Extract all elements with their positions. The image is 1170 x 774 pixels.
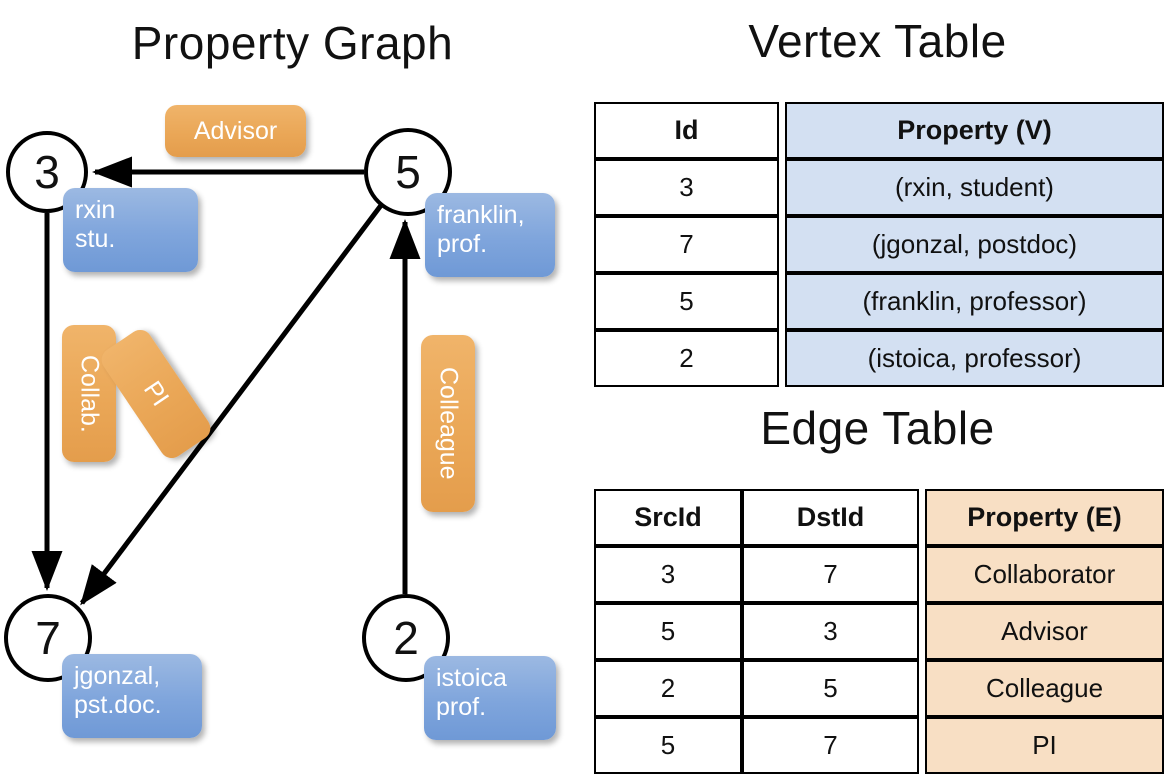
node-property-istoica-line1: istoica [436, 664, 507, 692]
edge-cell-dstid: 3 [742, 603, 919, 660]
vertex-cell-property: (istoica, professor) [785, 330, 1164, 387]
table-row[interactable]: 7 (jgonzal, postdoc) [594, 216, 1164, 273]
edge-table-gap [919, 546, 925, 603]
table-row[interactable]: 2 (istoica, professor) [594, 330, 1164, 387]
vertex-cell-property: (jgonzal, postdoc) [785, 216, 1164, 273]
vertex-cell-id: 3 [594, 159, 779, 216]
edge-table-gap [919, 660, 925, 717]
node-property-box-jgonzal: jgonzal, pst.doc. [62, 654, 202, 738]
table-row[interactable]: 2 5 Colleague [594, 660, 1164, 717]
edge-table: SrcId DstId Property (E) 3 7 Collaborato… [594, 489, 1164, 774]
graph-edges-svg [31, 156, 421, 606]
edge-label-pi: PI [138, 376, 175, 412]
vertex-table-gap [779, 330, 785, 387]
edge-cell-property: PI [925, 717, 1164, 774]
node-property-franklin-line1: franklin, [437, 201, 525, 229]
vertex-table-header-property: Property (V) [785, 102, 1164, 159]
node-property-box-istoica: istoica prof. [424, 656, 556, 740]
edge-cell-dstid: 5 [742, 660, 919, 717]
vertex-table-gap [779, 159, 785, 216]
edge-table-header-dstid: DstId [742, 489, 919, 546]
node-property-rxin-line2: stu. [75, 224, 116, 253]
graph-node-7-label: 7 [35, 612, 61, 664]
graph-node-2-label: 2 [393, 612, 419, 664]
node-property-jgonzal-line1: jgonzal, [74, 662, 161, 690]
vertex-table: Id Property (V) 3 (rxin, student) 7 (jgo… [594, 102, 1164, 387]
edge-5-to-7 [80, 202, 384, 606]
vertex-cell-id: 2 [594, 330, 779, 387]
node-property-box-franklin: franklin, prof. [425, 193, 555, 277]
graph-node-5-label: 5 [395, 146, 421, 198]
edge-label-box-colleague: Colleague [421, 335, 475, 512]
node-property-jgonzal-line2: pst.doc. [74, 690, 162, 719]
edge-cell-srcid: 3 [594, 546, 742, 603]
vertex-cell-id: 5 [594, 273, 779, 330]
vertex-table-header-row: Id Property (V) [594, 102, 1164, 159]
vertex-table-gap [779, 102, 785, 159]
vertex-cell-id: 7 [594, 216, 779, 273]
table-row[interactable]: 5 3 Advisor [594, 603, 1164, 660]
edge-cell-srcid: 2 [594, 660, 742, 717]
table-row[interactable]: 5 (franklin, professor) [594, 273, 1164, 330]
vertex-cell-property: (franklin, professor) [785, 273, 1164, 330]
node-property-rxin-line1: rxin [75, 196, 116, 224]
edge-label-collab: Collab. [75, 354, 104, 433]
edge-table-header-property: Property (E) [925, 489, 1164, 546]
table-row[interactable]: 3 7 Collaborator [594, 546, 1164, 603]
edge-label-colleague: Colleague [434, 367, 463, 480]
vertex-table-header-id: Id [594, 102, 779, 159]
edge-cell-property: Colleague [925, 660, 1164, 717]
page-title-edge-table: Edge Table [760, 402, 995, 454]
edge-table-header-srcid: SrcId [594, 489, 742, 546]
edge-label-advisor: Advisor [193, 116, 278, 145]
node-property-franklin-line2: prof. [437, 229, 488, 258]
node-property-istoica-line2: prof. [436, 692, 487, 721]
edge-label-box-collab: Collab. [62, 325, 116, 462]
graph-node-3-label: 3 [34, 146, 60, 198]
edge-table-gap [919, 603, 925, 660]
page-title-property-graph: Property Graph [131, 17, 454, 69]
edge-table-header-row: SrcId DstId Property (E) [594, 489, 1164, 546]
edge-cell-dstid: 7 [742, 717, 919, 774]
property-graph-panel: Property Graph 3 5 7 2 rxin stu. frankli… [0, 0, 585, 760]
node-property-box-rxin: rxin stu. [63, 188, 198, 272]
edge-table-gap [919, 717, 925, 774]
page-title-vertex-table: Vertex Table [748, 15, 1007, 67]
edge-cell-dstid: 7 [742, 546, 919, 603]
edge-table-gap [919, 489, 925, 546]
edge-cell-property: Advisor [925, 603, 1164, 660]
vertex-table-gap [779, 216, 785, 273]
edge-cell-property: Collaborator [925, 546, 1164, 603]
table-row[interactable]: 3 (rxin, student) [594, 159, 1164, 216]
graph-node-2[interactable]: 2 [362, 594, 450, 682]
vertex-cell-property: (rxin, student) [785, 159, 1164, 216]
edge-label-box-advisor: Advisor [165, 105, 306, 157]
vertex-table-gap [779, 273, 785, 330]
edge-cell-srcid: 5 [594, 603, 742, 660]
edge-cell-srcid: 5 [594, 717, 742, 774]
table-row[interactable]: 5 7 PI [594, 717, 1164, 774]
graph-node-5[interactable]: 5 [364, 128, 452, 216]
